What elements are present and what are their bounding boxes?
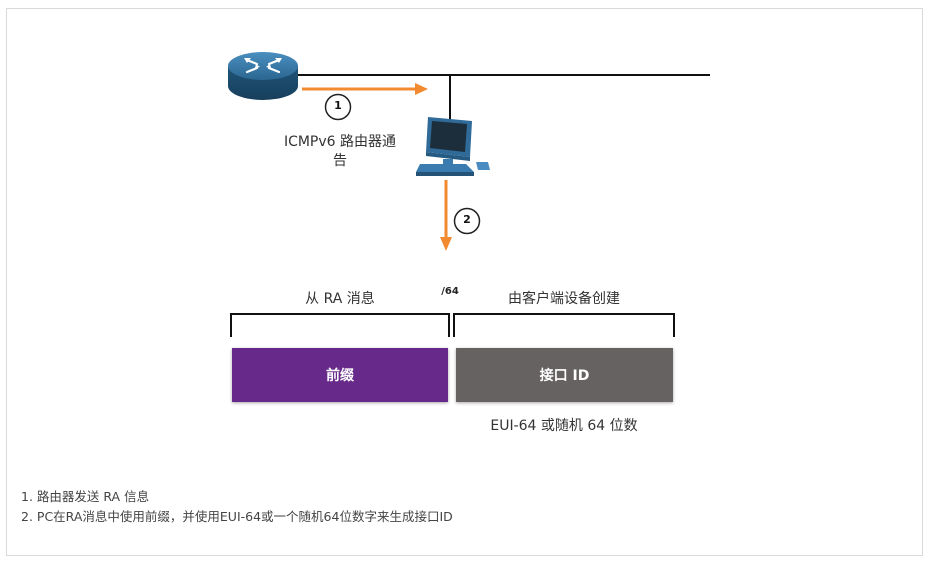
notes-list: 1. 路由器发送 RA 信息 2. PC在RA消息中使用前缀，并使用EUI-64… bbox=[21, 487, 453, 527]
router-icon bbox=[228, 52, 298, 100]
prefix-box-label: 前缀 bbox=[326, 368, 354, 384]
step-1-number: 1 bbox=[334, 99, 342, 112]
ra-label-line2: 告 bbox=[333, 153, 347, 169]
interface-bracket bbox=[453, 313, 675, 337]
step-1-circle bbox=[324, 93, 352, 121]
from-ra-label: 从 RA 消息 bbox=[305, 291, 375, 307]
diagram-frame bbox=[6, 8, 923, 556]
note-item: 1. 路由器发送 RA 信息 bbox=[21, 489, 150, 504]
client-created-label: 由客户端设备创建 bbox=[508, 291, 620, 307]
ra-message-label: ICMPv6 路由器通 告 bbox=[270, 133, 410, 171]
prefix-length-label: /64 bbox=[441, 286, 459, 297]
eui-64-label: EUI-64 或随机 64 位数 bbox=[490, 418, 638, 434]
step-2-circle bbox=[453, 207, 481, 235]
interface-id-box: 接口 ID bbox=[456, 348, 673, 402]
router-advertisement-arrow bbox=[302, 83, 428, 95]
prefix-box: 前缀 bbox=[232, 348, 448, 402]
ra-label-line1: ICMPv6 路由器通 bbox=[283, 134, 397, 150]
pc-icon bbox=[416, 117, 490, 176]
prefix-bracket bbox=[230, 313, 450, 337]
step-2-number: 2 bbox=[463, 213, 471, 226]
note-item: 2. PC在RA消息中使用前缀，并使用EUI-64或一个随机64位数字来生成接口… bbox=[21, 509, 453, 524]
address-generation-arrow bbox=[440, 180, 452, 251]
interface-id-box-label: 接口 ID bbox=[539, 368, 590, 384]
